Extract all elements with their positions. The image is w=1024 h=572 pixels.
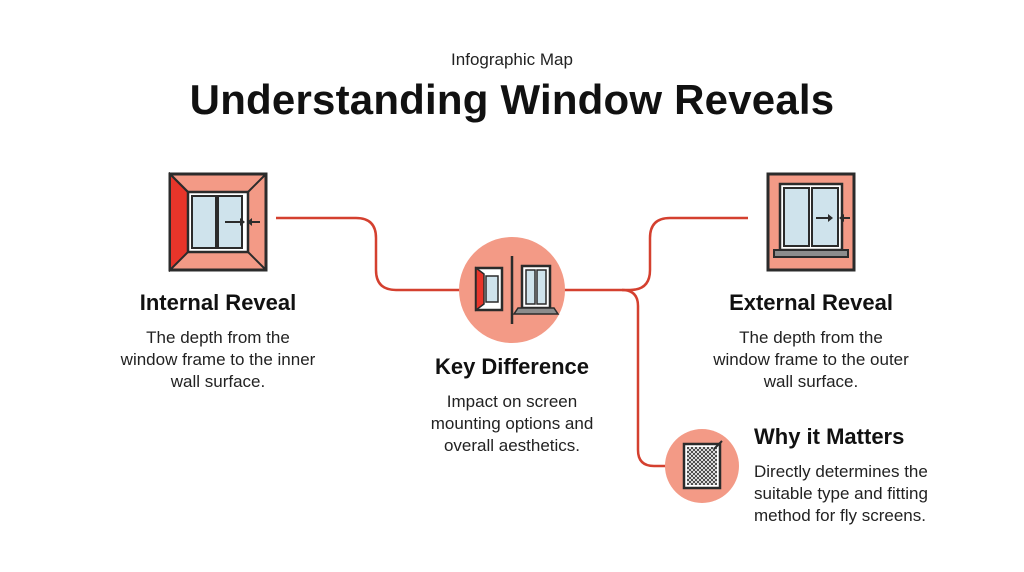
why-it-matters-title: Why it Matters — [754, 424, 905, 449]
external-reveal-title: External Reveal — [729, 290, 893, 315]
internal-reveal-desc-line: wall surface. — [170, 372, 266, 391]
internal-reveal-description: The depth from the window frame to the i… — [88, 327, 348, 393]
key-difference-desc-line: overall aesthetics. — [443, 436, 581, 455]
connector-key-to-external — [564, 216, 748, 292]
external-reveal-desc-line: The depth from the — [739, 328, 883, 347]
internal-reveal-desc-line: The depth from the — [146, 328, 290, 347]
external-window-reveal-icon — [766, 172, 856, 272]
connector-internal-to-key — [276, 216, 460, 292]
internal-reveal-title: Internal Reveal — [139, 290, 297, 315]
external-reveal-desc-line: wall surface. — [763, 372, 859, 391]
page-subtitle: Infographic Map — [451, 50, 573, 69]
key-difference-desc-line: mounting options and — [430, 414, 594, 433]
key-difference-description: Impact on screen mounting options and ov… — [392, 391, 632, 457]
external-reveal-desc-line: window frame to the outer — [713, 350, 909, 369]
connector-key-to-why — [621, 288, 666, 468]
why-it-matters-desc-line: Directly determines the — [754, 462, 928, 481]
internal-reveal-desc-line: window frame to the inner — [120, 350, 316, 369]
window-comparison-icon — [459, 237, 565, 343]
why-it-matters-desc-line: method for fly screens. — [754, 506, 926, 525]
why-it-matters-desc-line: suitable type and fitting — [754, 484, 928, 503]
page-title: Understanding Window Reveals — [189, 76, 835, 123]
key-difference-desc-line: Impact on screen — [446, 392, 578, 411]
key-difference-title: Key Difference — [434, 354, 590, 379]
internal-window-reveal-icon — [168, 172, 268, 272]
fly-screen-mesh-icon — [665, 429, 739, 503]
external-reveal-description: The depth from the window frame to the o… — [680, 327, 942, 393]
why-it-matters-description: Directly determines the suitable type an… — [754, 461, 1004, 527]
